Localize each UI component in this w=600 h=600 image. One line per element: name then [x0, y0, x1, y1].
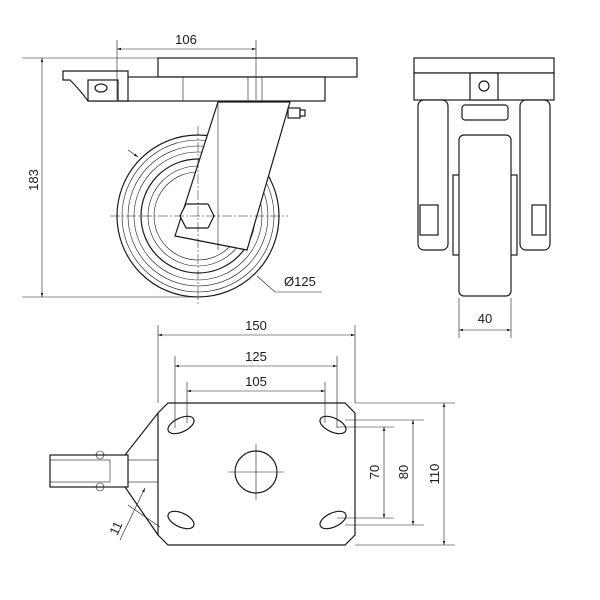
wheel-tread [458, 134, 512, 297]
offset-dim: 106 [175, 32, 197, 47]
hole-span-inner-dim: 105 [245, 374, 267, 389]
mounting-slots [167, 415, 347, 530]
height-dim: 183 [26, 169, 41, 191]
slot-width-dim: 11 [106, 519, 125, 538]
grease-nipple-icon [287, 107, 306, 119]
side-view: 183 106 Ø125 [22, 32, 358, 304]
hole-span-outer-dim: 125 [245, 349, 267, 364]
front-view: 40 [413, 57, 555, 338]
hole-span-y-inner-dim: 70 [367, 465, 382, 479]
top-plate [157, 57, 358, 78]
plate-width-dim: 110 [427, 464, 442, 485]
hole-span-y-outer-dim: 80 [396, 465, 411, 479]
wheel-diameter-dim: Ø125 [284, 274, 316, 289]
plate-length-dim: 150 [245, 318, 267, 333]
width-dim: 40 [478, 311, 492, 326]
mounting-plate [157, 402, 356, 546]
top-view: 150 125 105 70 80 110 11 [49, 318, 455, 546]
